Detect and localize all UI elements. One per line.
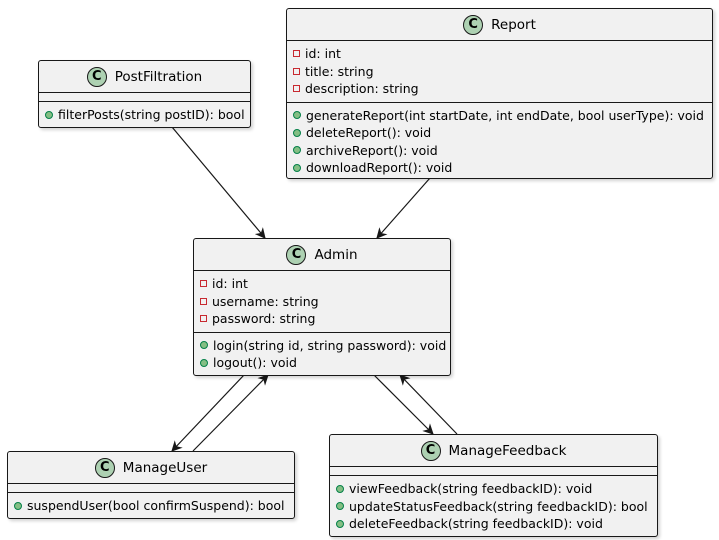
class-manageuser-name: ManageUser [122,459,208,476]
class-postfiltration-attributes [39,93,250,102]
class-postfiltration: C PostFiltration filterPosts(string post… [38,60,251,128]
class-manageuser: C ManageUser suspendUser(bool confirmSus… [7,451,295,519]
class-report-name: Report [491,16,536,33]
class-c-icon: C [420,440,441,461]
class-postfiltration-methods: filterPosts(string postID): bool [39,102,250,128]
class-postfiltration-name: PostFiltration [114,68,203,85]
class-manageuser-header: C ManageUser [8,452,294,484]
method-row: viewFeedback(string feedbackID): void [336,480,651,498]
class-report: C Report id: int title: string descripti… [286,8,713,179]
attribute-row: title: string [293,63,706,81]
class-admin-header: C Admin [194,239,450,271]
public-visibility-icon [200,358,208,367]
class-admin-name: Admin [314,246,358,263]
class-manageuser-methods: suspendUser(bool confirmSuspend): bool [8,493,294,519]
public-visibility-icon [14,501,22,510]
class-postfiltration-header: C PostFiltration [39,61,250,93]
arrow-postfiltration-to-admin [171,126,266,239]
arrow-admin-to-managefeedback [373,374,434,435]
method-row: deleteFeedback(string feedbackID): void [336,515,651,533]
class-managefeedback: C ManageFeedback viewFeedback(string fee… [329,434,658,537]
private-visibility-icon [293,67,300,75]
public-visibility-icon [200,341,208,350]
method-row: archiveReport(): void [293,142,706,160]
method-row: updateStatusFeedback(string feedbackID):… [336,498,651,516]
class-report-attributes: id: int title: string description: strin… [287,41,712,103]
private-visibility-icon [293,85,300,93]
method-row: suspendUser(bool confirmSuspend): bool [14,497,288,515]
private-visibility-icon [200,297,207,305]
attribute-row: description: string [293,80,706,98]
method-row: filterPosts(string postID): bool [45,106,245,124]
class-managefeedback-methods: viewFeedback(string feedbackID): void up… [330,476,657,537]
class-admin-methods: login(string id, string password): void … [194,333,450,376]
class-c-icon: C [94,457,115,478]
public-visibility-icon [293,128,301,137]
public-visibility-icon [336,484,344,493]
method-row: deleteReport(): void [293,124,706,142]
arrow-managefeedback-to-admin [399,374,458,435]
method-row: logout(): void [200,354,444,372]
attribute-row: password: string [200,310,444,328]
arrow-report-to-admin [376,177,431,239]
method-row: login(string id, string password): void [200,337,446,355]
attribute-row: id: int [200,275,444,293]
class-admin: C Admin id: int username: string passwor… [193,238,451,376]
public-visibility-icon [293,111,301,120]
class-manageuser-attributes [8,484,294,493]
public-visibility-icon [45,110,53,119]
method-row: downloadReport(): void [293,159,706,177]
class-c-icon: C [286,244,307,265]
private-visibility-icon [200,280,207,288]
public-visibility-icon [293,163,301,172]
public-visibility-icon [293,146,301,155]
private-visibility-icon [293,50,300,58]
class-c-icon: C [463,14,484,35]
method-row: generateReport(int startDate, int endDat… [293,107,706,125]
class-report-header: C Report [287,9,712,41]
public-visibility-icon [336,519,344,528]
attribute-row: id: int [293,45,706,63]
class-c-icon: C [86,66,107,87]
class-managefeedback-header: C ManageFeedback [330,435,657,467]
class-managefeedback-name: ManageFeedback [448,442,567,459]
attribute-row: username: string [200,293,444,311]
class-admin-attributes: id: int username: string password: strin… [194,271,450,333]
private-visibility-icon [200,315,207,323]
arrow-manageuser-to-admin [192,374,269,452]
public-visibility-icon [336,502,344,511]
class-report-methods: generateReport(int startDate, int endDat… [287,103,712,181]
arrow-admin-to-manageuser [171,374,245,452]
class-managefeedback-attributes [330,467,657,476]
